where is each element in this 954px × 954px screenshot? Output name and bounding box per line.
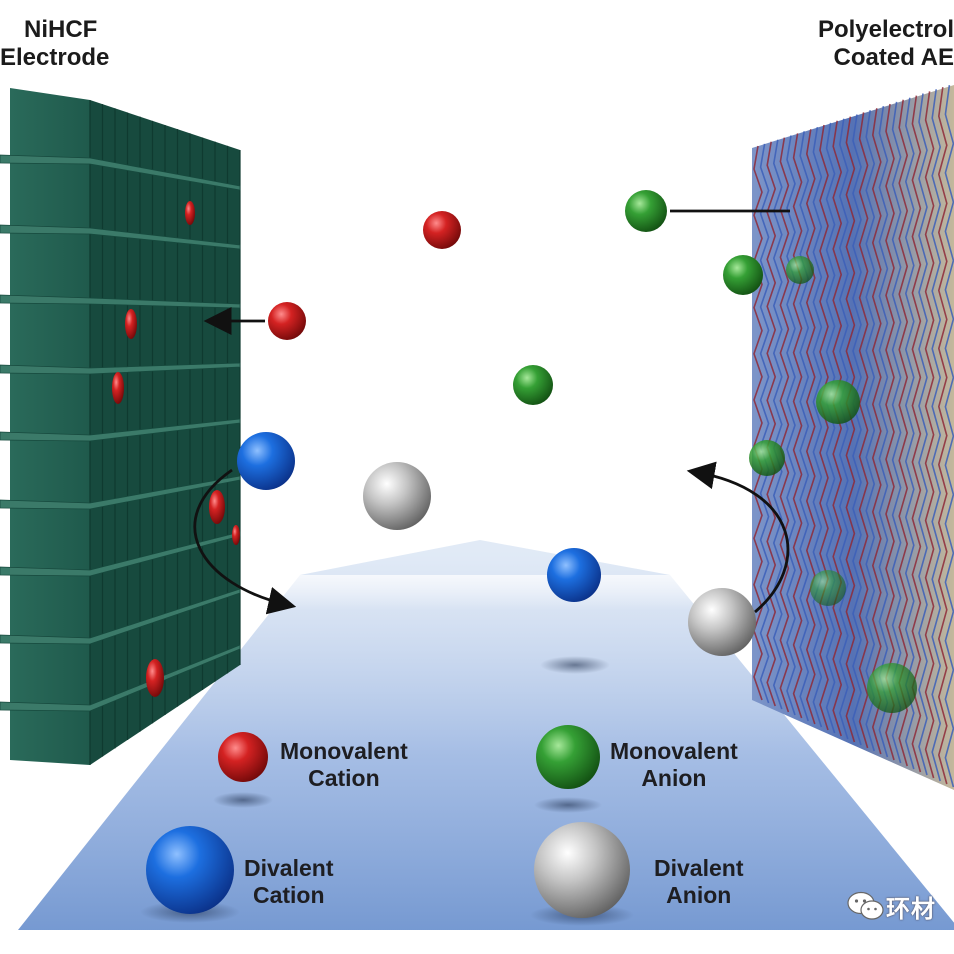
divalent-anion-ion <box>363 462 431 530</box>
embedded-monovalent-anion <box>810 570 846 606</box>
membrane-title: Polyelectrol Coated AE <box>818 16 954 73</box>
membrane-fiber <box>858 112 869 749</box>
electrode-shelf <box>0 531 241 577</box>
membrane-fiber <box>885 103 895 761</box>
legend-divalent-anion-line1: Divalent <box>654 855 744 881</box>
membrane-fiber <box>832 120 843 737</box>
electrode-shelf <box>0 418 241 442</box>
legend-monovalent-cation-marker <box>218 732 268 782</box>
legend-monovalent-cation-line1: Monovalent <box>280 738 408 764</box>
embedded-monovalent-anion <box>749 440 785 476</box>
cation-rejection-arrow <box>193 468 297 615</box>
membrane-fiber <box>911 95 922 773</box>
electrode-shelf <box>0 362 241 375</box>
membrane-fiber <box>838 118 849 740</box>
membrane-fiber <box>779 137 790 713</box>
flow-arrow-head <box>300 540 670 575</box>
membrane-fiber <box>931 89 942 782</box>
membrane-fiber <box>871 108 882 755</box>
watermark: 环材 <box>846 886 954 926</box>
embedded-monovalent-cation <box>209 490 225 524</box>
legend-divalent-anion-label: Divalent Anion <box>654 855 743 909</box>
monovalent-anion-ion <box>625 190 667 232</box>
legend-monovalent-cation-line2: Cation <box>308 765 380 792</box>
embedded-monovalent-anion <box>867 663 917 713</box>
membrane-fiber <box>891 101 902 764</box>
membrane-fiber <box>799 131 810 722</box>
membrane-fiber <box>772 139 783 710</box>
electrode-shelf <box>0 588 241 645</box>
monovalent-cation-ion <box>268 302 306 340</box>
nihcf-electrode-title-line1: NiHCF <box>24 16 98 43</box>
legend-monovalent-anion-line2: Anion <box>641 765 707 792</box>
membrane-fiber <box>805 129 816 725</box>
membrane-fiber <box>792 133 803 719</box>
embedded-monovalent-anion <box>786 256 814 284</box>
monovalent-anion-ion <box>723 255 763 295</box>
membrane-fiber <box>786 135 796 716</box>
embedded-anions <box>749 256 917 713</box>
nihcf-electrode-panel <box>0 88 241 765</box>
legend-divalent-anion-marker <box>534 822 630 918</box>
legend-monovalent-anion-label: Monovalent Anion <box>610 738 738 792</box>
electrode-shelf <box>0 154 241 191</box>
membrane-title-line1: Polyelectrol <box>817 16 954 43</box>
legend-divalent-cation-line2: Cation <box>252 882 325 909</box>
membrane-title-line2: Coated AE <box>833 44 954 72</box>
divalent-cation-ion <box>237 432 295 490</box>
divalent-anion-ion <box>688 588 756 656</box>
membrane-fiber <box>812 126 823 728</box>
nihcf-electrode-title-line2: Electrode <box>0 44 110 72</box>
legend-monovalent-anion-line1: Monovalent <box>610 738 738 764</box>
watermark-text: 环材 <box>886 895 936 923</box>
membrane-fiber <box>753 145 763 701</box>
wechat-icon <box>847 891 884 920</box>
legend-markers <box>146 725 630 918</box>
membrane-fiber <box>924 91 935 779</box>
nihcf-electrode-title: NiHCF Electrode <box>0 16 109 73</box>
embedded-cations <box>112 201 240 697</box>
electrode-shelf <box>0 224 241 250</box>
membrane-fiber <box>825 122 836 734</box>
legend-monovalent-cation-label: Monovalent Cation <box>280 738 408 792</box>
legend-monovalent-anion-marker <box>536 725 600 789</box>
embedded-monovalent-cation <box>112 372 124 404</box>
polyelectrolyte-membrane <box>749 84 954 790</box>
membrane-fiber <box>904 97 915 770</box>
electrode-shelf <box>0 294 241 309</box>
membrane-fiber <box>766 141 777 707</box>
anion-rejection-arrow <box>686 461 790 614</box>
membrane-fiber <box>819 124 829 731</box>
embedded-monovalent-cation <box>146 659 164 697</box>
membrane-fiber <box>865 110 876 752</box>
divalent-cation-ion <box>547 548 601 602</box>
embedded-monovalent-cation <box>232 525 240 545</box>
free-ions <box>237 190 763 656</box>
legend-divalent-cation-line1: Divalent <box>244 855 334 881</box>
monovalent-anion-ion <box>513 365 553 405</box>
membrane-fiber <box>878 105 889 758</box>
membrane-fiber <box>937 87 948 785</box>
legend-divalent-cation-label: Divalent Cation <box>244 855 333 909</box>
embedded-monovalent-cation <box>185 201 195 225</box>
transport-arrows <box>193 209 790 615</box>
membrane-fiber <box>944 84 954 788</box>
electrode-shelf <box>0 475 241 510</box>
membrane-fiber <box>898 99 909 767</box>
membrane-fiber <box>759 143 770 704</box>
membrane-fiber <box>918 93 928 776</box>
legend-divalent-cation-marker <box>146 826 234 914</box>
embedded-monovalent-anion <box>816 380 860 424</box>
membrane-fiber <box>852 114 862 746</box>
electrode-shelf <box>0 644 241 712</box>
embedded-monovalent-cation <box>125 309 137 339</box>
membrane-fiber <box>845 116 856 743</box>
monovalent-cation-ion <box>423 211 461 249</box>
legend-divalent-anion-line2: Anion <box>666 882 732 909</box>
